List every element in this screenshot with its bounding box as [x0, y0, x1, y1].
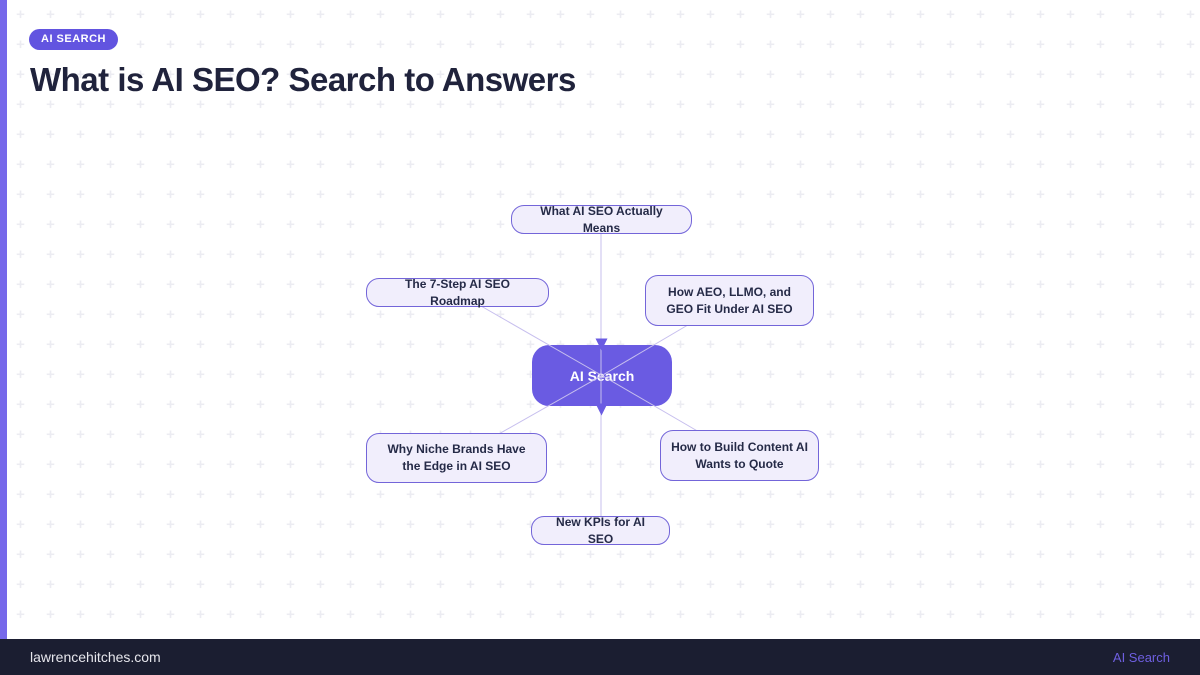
diagram-node-label: Why Niche Brands Have the Edge in AI SEO — [387, 442, 526, 473]
diagram-center-label: AI Search — [569, 367, 635, 384]
footer-category-link[interactable]: AI Search — [1112, 649, 1170, 665]
diagram-node-label: What AI SEO Actually Means — [540, 203, 663, 235]
diagram-node-upper-left: The 7-Step AI SEO Roadmap — [366, 276, 549, 308]
diagram-node-upper-right: How AEO, LLMO, and GEO Fit Under AI SEO — [645, 275, 814, 326]
diagram-node-top: What AI SEO Actually Means — [511, 203, 692, 235]
page-title: What is AI SEO? Search to Answers — [30, 61, 576, 98]
accent-stripe — [0, 0, 7, 639]
category-badge: AI SEARCH — [29, 29, 119, 50]
diagram-node-label: The 7-Step AI SEO Roadmap — [405, 276, 510, 308]
diagram-node-label: New KPIs for AI SEO — [556, 514, 645, 546]
diagram-node-bottom: New KPIs for AI SEO — [531, 514, 670, 546]
footer-site-text: lawrencehitches.com — [30, 649, 161, 665]
diagram-node-label: How to Build Content AI Wants to Quote — [671, 439, 808, 471]
diagram-node-lower-right: How to Build Content AI Wants to Quote — [660, 430, 819, 481]
diagram-node-lower-left: Why Niche Brands Have the Edge in AI SEO — [366, 433, 547, 483]
footer-bar: lawrencehitches.com AI Search — [0, 639, 1200, 675]
diagram-node-label: How AEO, LLMO, and GEO Fit Under AI SEO — [666, 284, 793, 316]
diagram-center-node: AI Search — [532, 345, 672, 406]
